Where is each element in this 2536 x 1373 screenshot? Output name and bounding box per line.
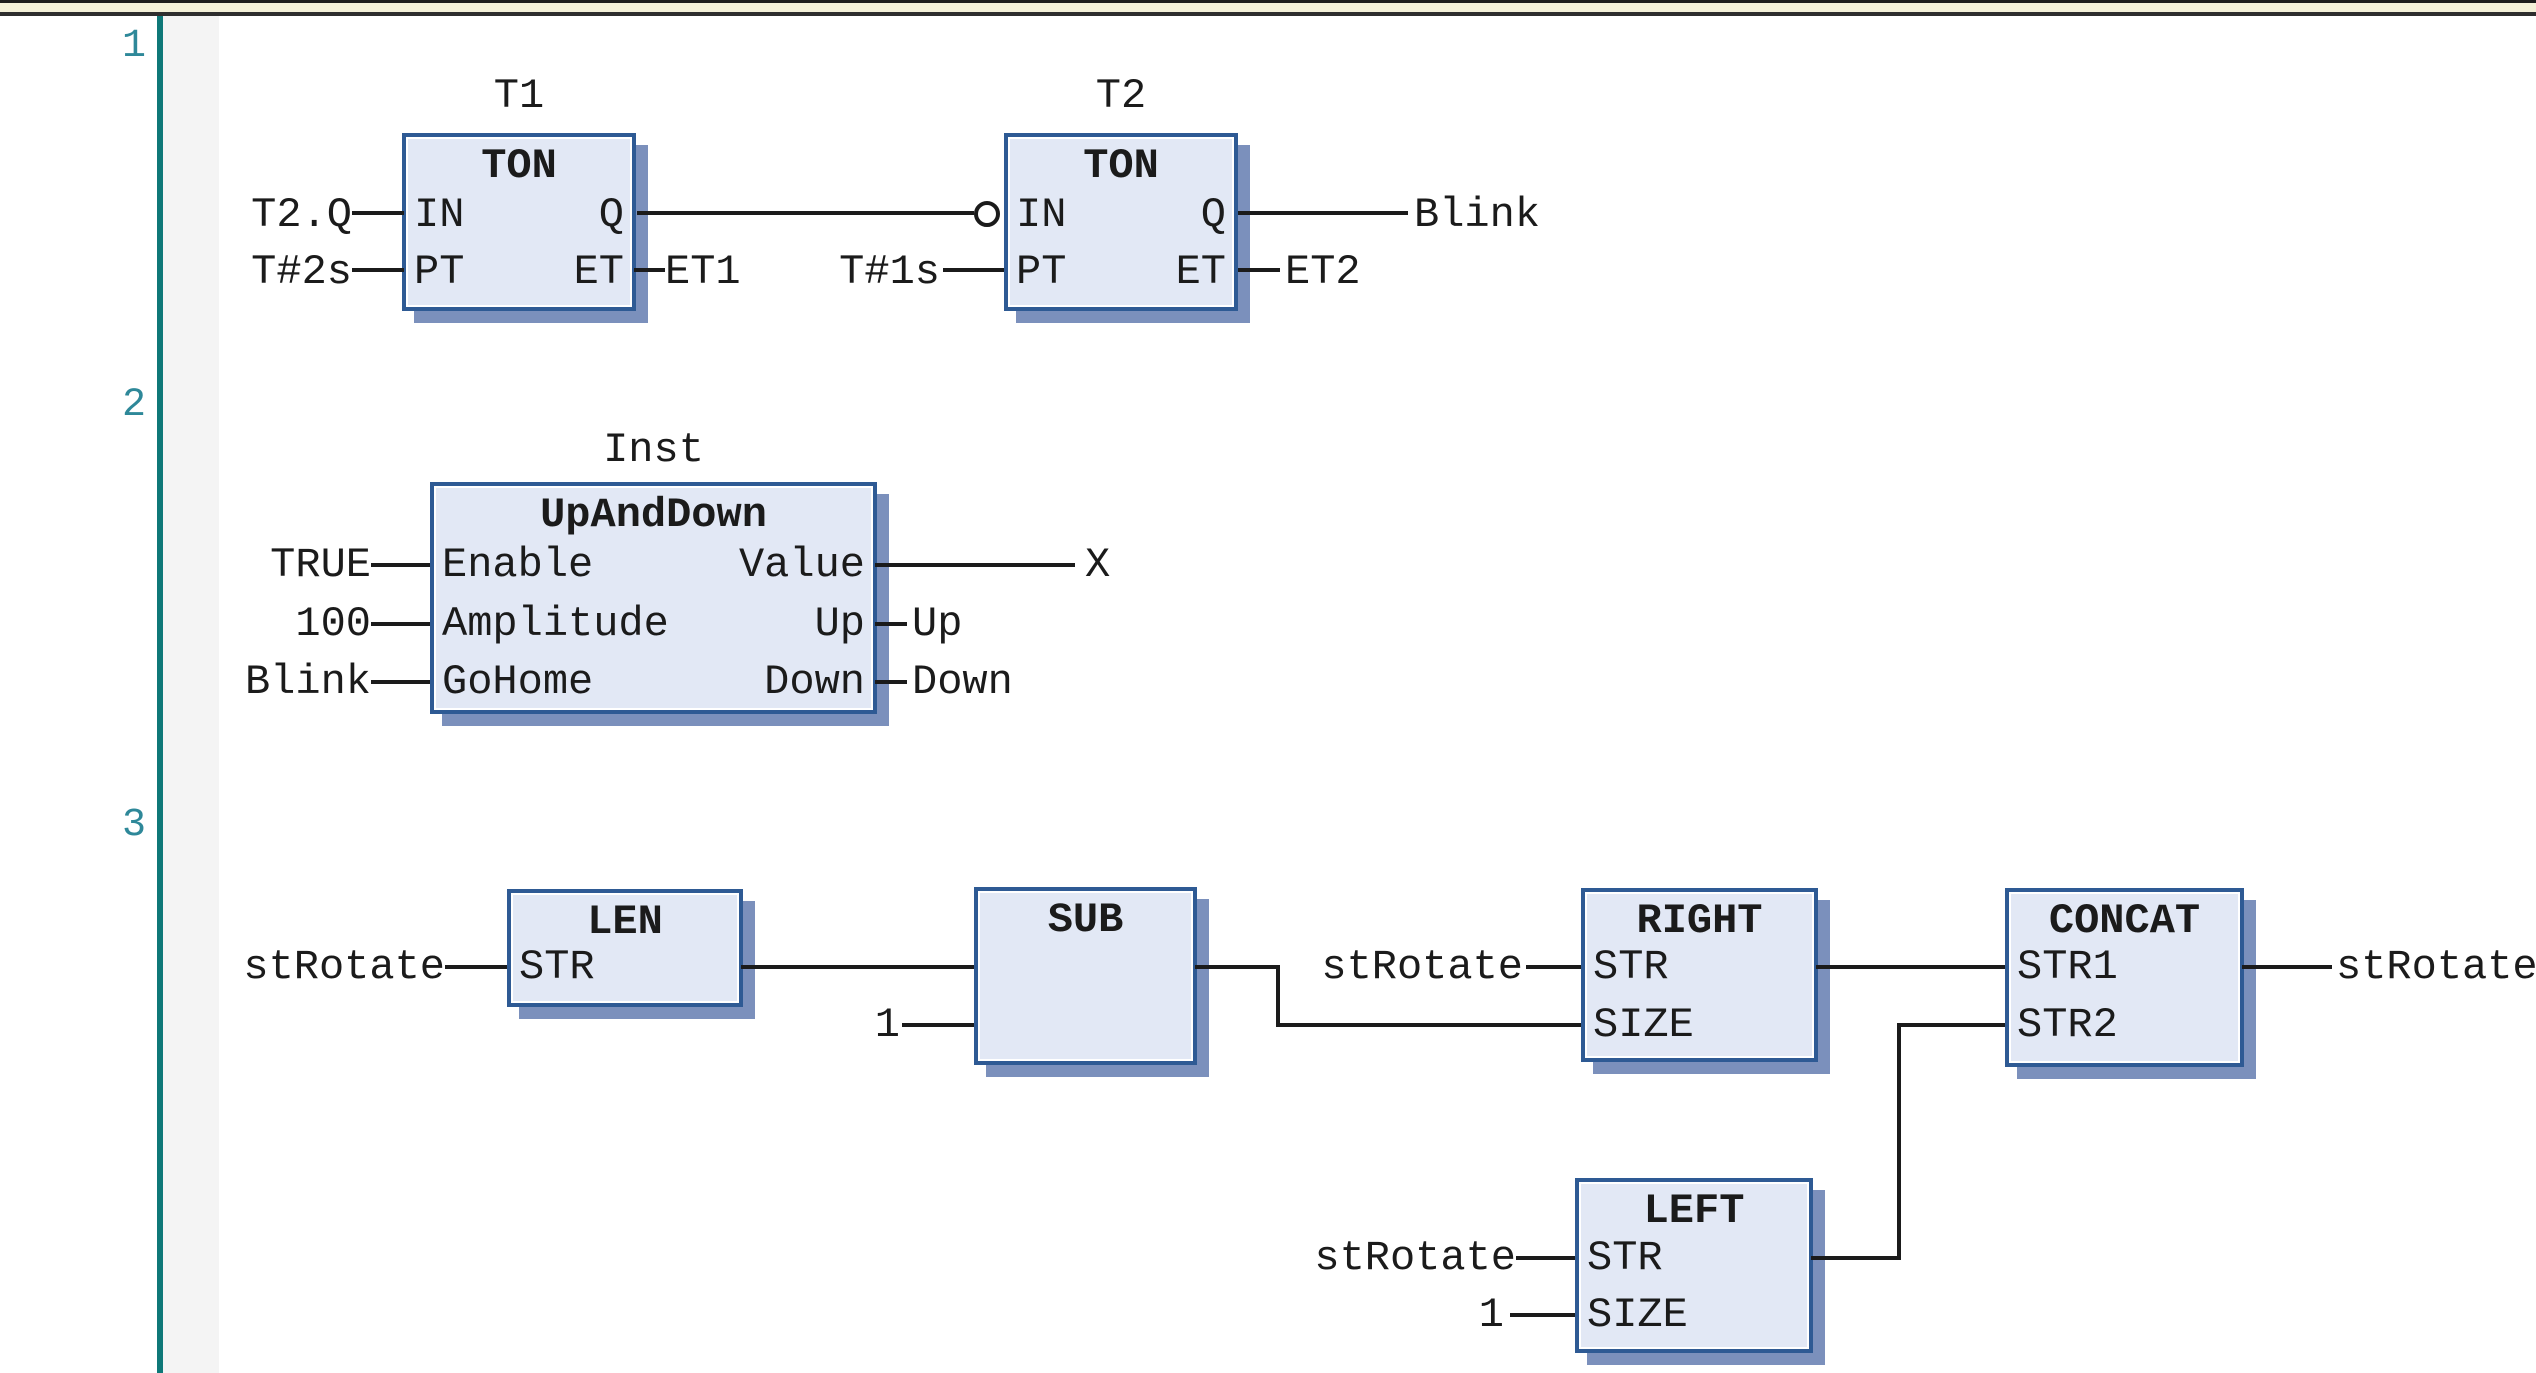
wire: [943, 268, 1004, 272]
pin-up[interactable]: Up: [814, 600, 865, 648]
wire: [637, 211, 974, 215]
wire: [371, 680, 430, 684]
pin-et[interactable]: ET: [573, 248, 624, 296]
operand-sub-size[interactable]: 1: [874, 1001, 900, 1049]
fbd-block-concat[interactable]: CONCAT STR1 STR2: [2005, 888, 2244, 1067]
pin-in[interactable]: IN: [1016, 191, 1067, 239]
pin-str[interactable]: STR: [519, 943, 595, 991]
operand-t2-et[interactable]: ET2: [1285, 248, 1361, 296]
top-border-line-2: [0, 12, 2536, 16]
gutter-band: [163, 16, 219, 1373]
wire: [1276, 965, 1280, 1027]
pin-down[interactable]: Down: [764, 658, 865, 706]
wire: [1811, 1256, 1901, 1260]
pin-pt[interactable]: PT: [414, 248, 465, 296]
pin-gohome[interactable]: GoHome: [442, 658, 594, 706]
block-type-label: RIGHT: [1636, 897, 1763, 945]
top-border-band: [0, 3, 2536, 12]
wire: [1276, 1023, 1581, 1027]
operand-right-str[interactable]: stRotate: [1321, 943, 1523, 991]
operand-enable[interactable]: TRUE: [270, 541, 371, 589]
pin-str[interactable]: STR: [1593, 943, 1669, 991]
operand-t1-in[interactable]: T2.Q: [251, 191, 352, 239]
top-border-line: [0, 0, 2536, 3]
wire: [875, 563, 1075, 567]
operand-value[interactable]: X: [1085, 541, 1111, 589]
wire: [371, 622, 430, 626]
wire: [1897, 1023, 1901, 1260]
pin-in[interactable]: IN: [414, 191, 465, 239]
block-type-label: LEN: [587, 898, 663, 946]
operand-result[interactable]: stRotate: [2336, 943, 2536, 991]
network-3-number[interactable]: 3: [121, 803, 146, 848]
operand-left-size[interactable]: 1: [1478, 1291, 1504, 1339]
instance-label-inst[interactable]: Inst: [603, 426, 704, 474]
wire: [1897, 1023, 2005, 1027]
block-type-label: UpAndDown: [540, 491, 767, 539]
network-1-number[interactable]: 1: [121, 24, 146, 69]
wire: [1510, 1313, 1575, 1317]
instance-label-t2[interactable]: T2: [1095, 72, 1147, 120]
pin-pt[interactable]: PT: [1016, 248, 1067, 296]
network-2-number[interactable]: 2: [121, 383, 146, 428]
pin-str1[interactable]: STR1: [2017, 943, 2118, 991]
pin-q[interactable]: Q: [598, 191, 624, 239]
pin-value[interactable]: Value: [738, 541, 865, 589]
pin-et[interactable]: ET: [1175, 248, 1226, 296]
wire: [371, 563, 430, 567]
wire: [352, 211, 404, 215]
wire: [445, 965, 507, 969]
operand-left-str[interactable]: stRotate: [1314, 1234, 1516, 1282]
wire: [1516, 1256, 1575, 1260]
fbd-block-ton-t1[interactable]: TON IN PT Q ET: [402, 133, 636, 311]
pin-str[interactable]: STR: [1587, 1234, 1663, 1282]
fbd-block-left[interactable]: LEFT STR SIZE: [1575, 1178, 1813, 1353]
fbd-block-upanddown[interactable]: UpAndDown Enable Amplitude GoHome Value …: [430, 482, 877, 714]
block-type-label: LEFT: [1643, 1187, 1745, 1235]
fbd-block-ton-t2[interactable]: TON IN PT Q ET: [1004, 133, 1238, 311]
block-type-label: SUB: [1047, 896, 1124, 944]
network-rail: [157, 16, 163, 1373]
instance-label-t1[interactable]: T1: [493, 72, 545, 120]
wire: [352, 268, 404, 272]
operand-gohome[interactable]: Blink: [244, 658, 371, 706]
pin-size[interactable]: SIZE: [1593, 1001, 1694, 1049]
pin-enable[interactable]: Enable: [442, 541, 594, 589]
wire: [902, 1023, 974, 1027]
operand-len-str[interactable]: stRotate: [243, 943, 445, 991]
block-type-label: TON: [481, 142, 557, 190]
operand-amplitude[interactable]: 100: [295, 600, 371, 648]
fbd-block-len[interactable]: LEN STR: [507, 889, 743, 1007]
wire: [741, 965, 974, 969]
operand-t2-pt[interactable]: T#1s: [839, 248, 940, 296]
wire: [634, 268, 665, 272]
negation-circle[interactable]: [974, 201, 1000, 227]
wire: [1816, 965, 2005, 969]
pin-str2[interactable]: STR2: [2017, 1001, 2118, 1049]
operand-t1-pt[interactable]: T#2s: [251, 248, 352, 296]
block-type-label: CONCAT: [2048, 897, 2201, 945]
operand-down[interactable]: Down: [912, 658, 1013, 706]
operand-t1-et[interactable]: ET1: [665, 248, 741, 296]
wire: [2242, 965, 2332, 969]
operand-t2-q[interactable]: Blink: [1414, 191, 1541, 239]
pin-size[interactable]: SIZE: [1587, 1291, 1688, 1339]
operand-up[interactable]: Up: [912, 600, 963, 648]
pin-amplitude[interactable]: Amplitude: [442, 600, 669, 648]
wire: [1195, 965, 1280, 969]
wire: [875, 622, 907, 626]
fbd-block-right[interactable]: RIGHT STR SIZE: [1581, 888, 1818, 1062]
wire: [875, 680, 907, 684]
wire: [1238, 211, 1408, 215]
wire: [1526, 965, 1581, 969]
fbd-block-sub[interactable]: SUB: [974, 887, 1197, 1065]
pin-q[interactable]: Q: [1200, 191, 1226, 239]
wire: [1238, 268, 1280, 272]
block-type-label: TON: [1083, 142, 1159, 190]
